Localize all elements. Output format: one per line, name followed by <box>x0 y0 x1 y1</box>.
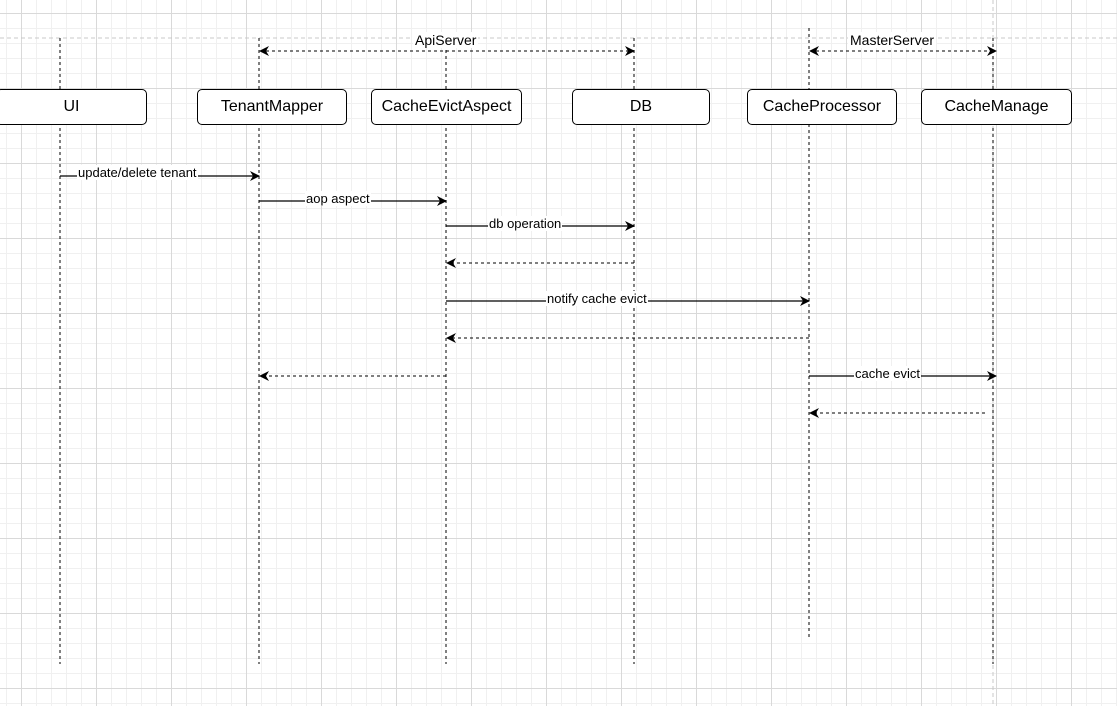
message-label-aop-aspect: aop aspect <box>305 191 371 206</box>
participant-ui[interactable]: UI <box>0 89 147 125</box>
group-label-api-server: ApiServer <box>413 32 479 48</box>
group-label-master-server: MasterServer <box>848 32 937 48</box>
participant-db[interactable]: DB <box>572 89 710 125</box>
participant-cache-processor[interactable]: CacheProcessor <box>747 89 897 125</box>
participant-cache-manage[interactable]: CacheManage <box>921 89 1072 125</box>
message-label-db-operation: db operation <box>488 216 563 231</box>
message-label-notify-cache-evict: notify cache evict <box>546 291 648 306</box>
participant-tenant-mapper[interactable]: TenantMapper <box>197 89 347 125</box>
participant-cache-evict-aspect[interactable]: CacheEvictAspect <box>371 89 522 125</box>
message-label-cache-evict: cache evict <box>854 366 922 381</box>
message-label-update-delete-tenant: update/delete tenant <box>77 165 198 180</box>
